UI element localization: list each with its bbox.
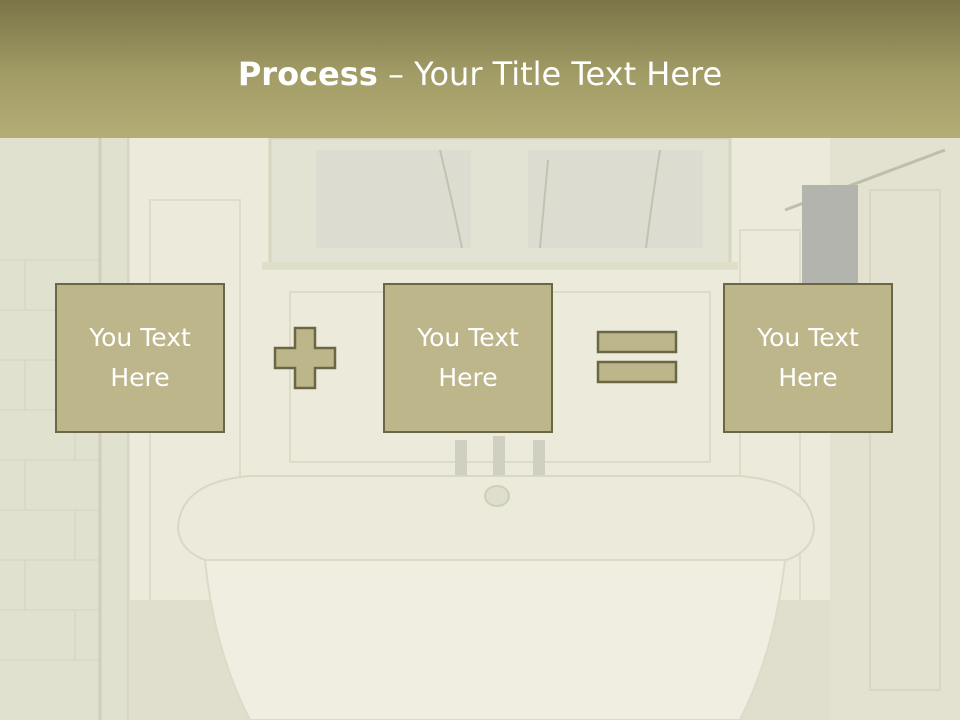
process-box-2[interactable]: You Text Here [383,283,553,433]
slide-title: Process – Your Title Text Here [0,52,960,96]
title-band [0,0,960,138]
process-box-1-text: You Text Here [89,323,191,392]
process-box-1[interactable]: You Text Here [55,283,225,433]
process-box-3[interactable]: You Text Here [723,283,893,433]
equals-icon [596,330,678,384]
title-bold: Process [237,55,378,93]
process-box-3-text: You Text Here [757,323,859,392]
process-box-2-text: You Text Here [417,323,519,392]
plus-icon [273,326,337,390]
title-rest: – Your Title Text Here [377,55,723,93]
